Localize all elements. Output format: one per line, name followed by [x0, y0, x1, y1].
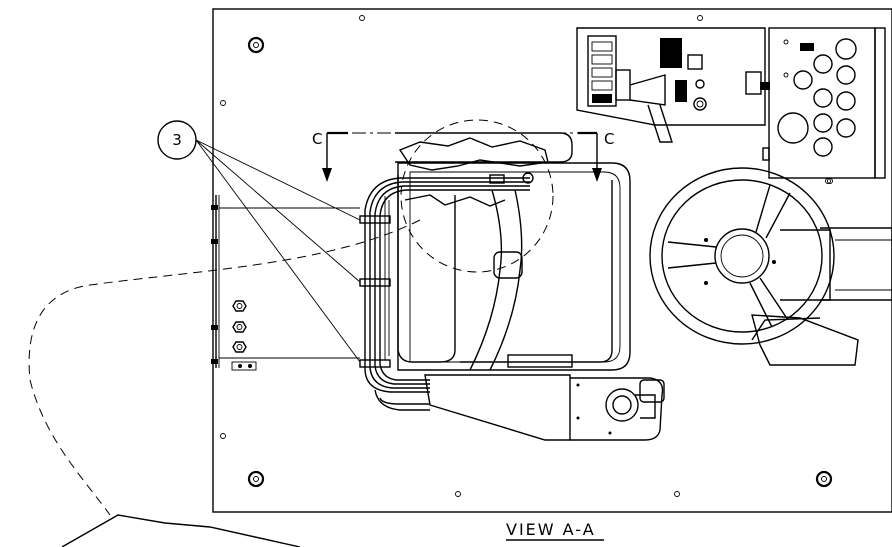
callout-leaders — [195, 139, 361, 363]
section-label-right: C — [604, 130, 614, 148]
armrest-joystick — [424, 374, 665, 441]
breakout-boundary — [28, 219, 421, 516]
seat — [395, 132, 631, 371]
mounting-holes — [220, 15, 833, 497]
side-bracket — [211, 195, 257, 371]
section-label-left: C — [312, 130, 322, 148]
hex-fittings — [232, 300, 247, 353]
gauge-panel — [762, 27, 886, 184]
control-panel-left — [576, 27, 770, 143]
hose-bundle — [359, 172, 534, 411]
floor-plate — [212, 8, 892, 513]
torn-edge — [398, 137, 549, 171]
callout-number: 3 — [172, 131, 182, 149]
callout-balloon — [157, 120, 197, 160]
steering-wheel — [649, 167, 892, 366]
break-line — [61, 514, 301, 547]
detail-circle — [400, 119, 554, 273]
seat-belt — [469, 189, 523, 371]
view-label: VIEW A-A — [506, 520, 596, 539]
